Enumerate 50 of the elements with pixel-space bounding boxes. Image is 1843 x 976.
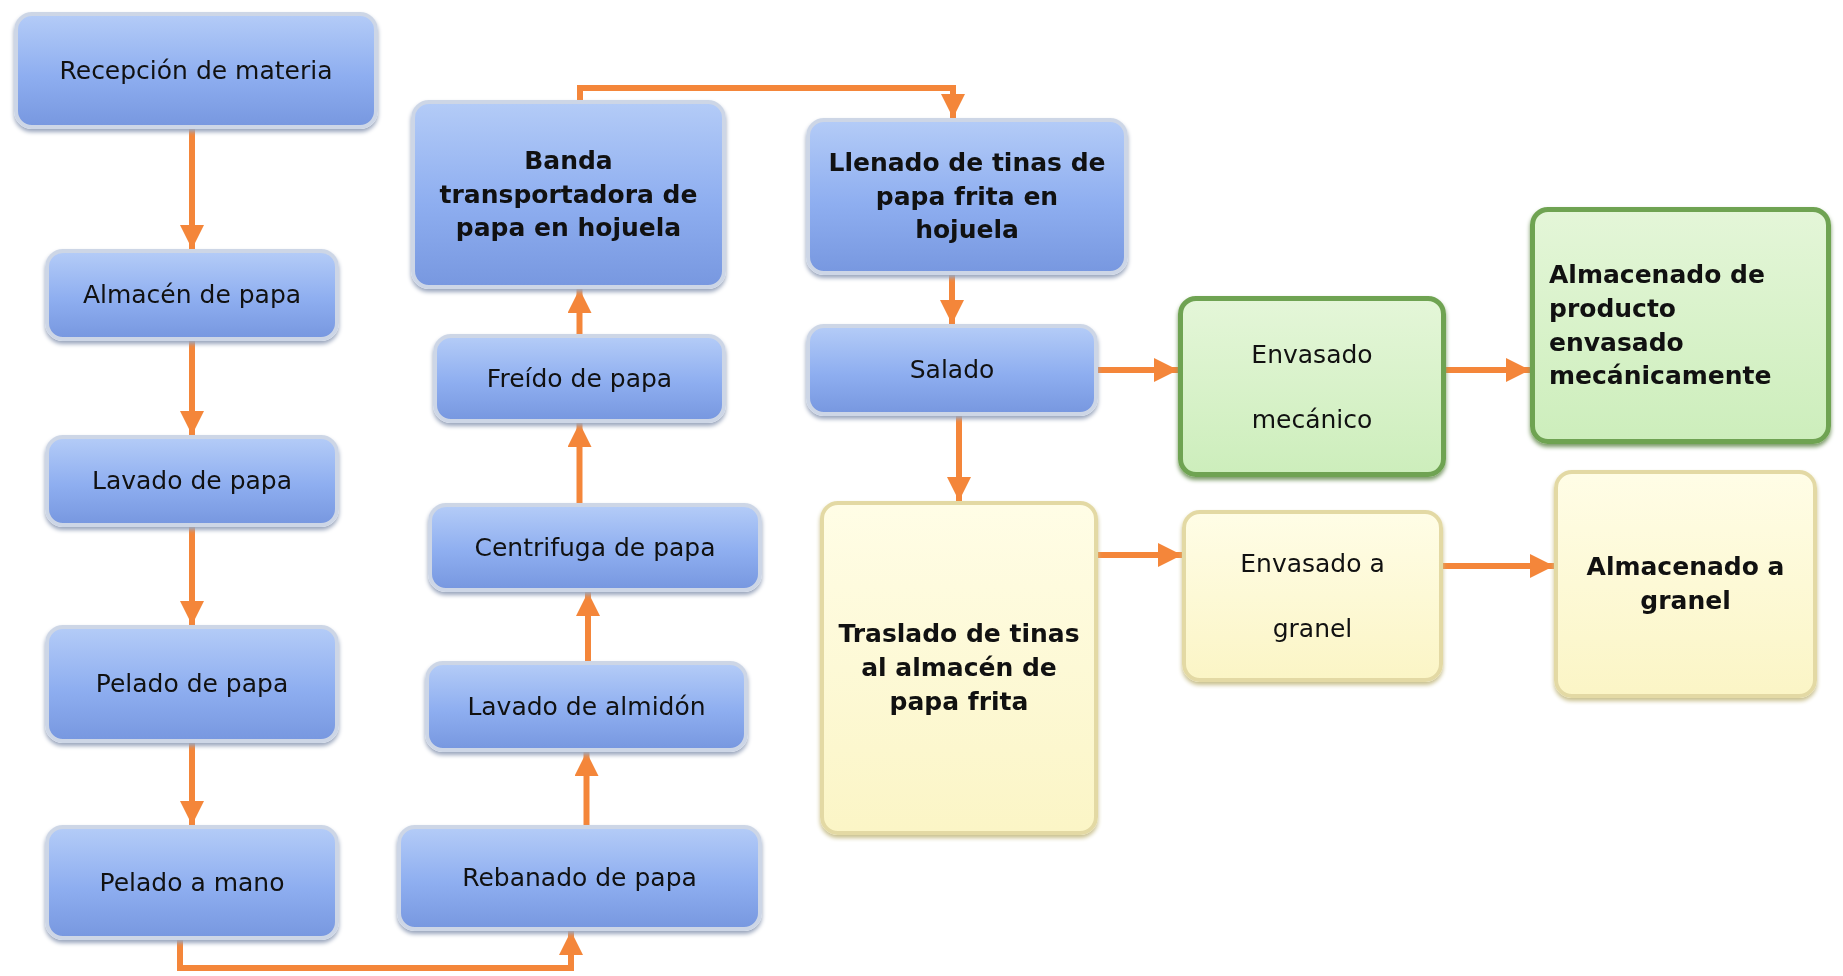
process-box xyxy=(397,825,762,931)
step-label: Llenado de tinas de papa frita en hojuela xyxy=(827,146,1107,247)
process-box xyxy=(45,435,339,527)
arrow xyxy=(567,289,592,334)
step-label: Salado xyxy=(909,354,995,387)
arrow xyxy=(180,743,204,825)
step-label: Almacén de papa xyxy=(82,279,302,312)
step-label: Pelado a mano xyxy=(99,866,285,899)
arrow xyxy=(1098,543,1182,567)
process-box xyxy=(1554,470,1817,698)
arrow xyxy=(180,341,204,435)
process-box xyxy=(1182,510,1443,682)
arrow xyxy=(576,592,600,661)
step-label: Centrifuga de papa xyxy=(474,531,716,564)
arrow xyxy=(567,423,592,503)
arrow xyxy=(177,931,583,971)
step-label: Lavado de almidón xyxy=(467,690,706,723)
process-box xyxy=(45,249,339,341)
step-label: Almacenado a granel xyxy=(1585,551,1786,617)
arrow xyxy=(574,752,599,825)
step-label: Rebanado de papa xyxy=(462,862,697,895)
process-box xyxy=(14,12,378,129)
process-box xyxy=(806,118,1128,275)
arrow xyxy=(1443,554,1554,578)
arrow xyxy=(1098,358,1178,382)
step-label: Freído de papa xyxy=(486,362,673,395)
process-box xyxy=(1530,207,1831,444)
step-label: Banda transportadora de papa en hojuela xyxy=(438,144,699,245)
step-label: Envasado a granel xyxy=(1239,548,1386,645)
process-box xyxy=(45,825,339,940)
process-box xyxy=(806,324,1098,416)
arrow xyxy=(947,416,971,501)
arrow xyxy=(577,85,965,118)
process-box xyxy=(411,100,726,289)
step-label: Almacenado de producto envasado mecánicamente xyxy=(1549,259,1773,393)
arrow xyxy=(1446,358,1530,382)
process-box xyxy=(428,503,762,592)
step-label: Lavado de papa xyxy=(91,465,293,498)
process-box xyxy=(425,661,748,752)
step-label: Traslado de tinas al almacén de papa frita xyxy=(838,618,1080,718)
arrow xyxy=(940,275,964,324)
process-box xyxy=(820,501,1098,835)
arrow xyxy=(180,129,204,249)
process-box xyxy=(1178,296,1446,477)
step-label: Envasado mecánico xyxy=(1250,338,1374,436)
step-label: Pelado de papa xyxy=(95,668,289,701)
process-box xyxy=(433,334,726,423)
step-label: Recepción de materia xyxy=(59,54,333,87)
process-box xyxy=(45,625,339,743)
arrow xyxy=(180,527,204,625)
